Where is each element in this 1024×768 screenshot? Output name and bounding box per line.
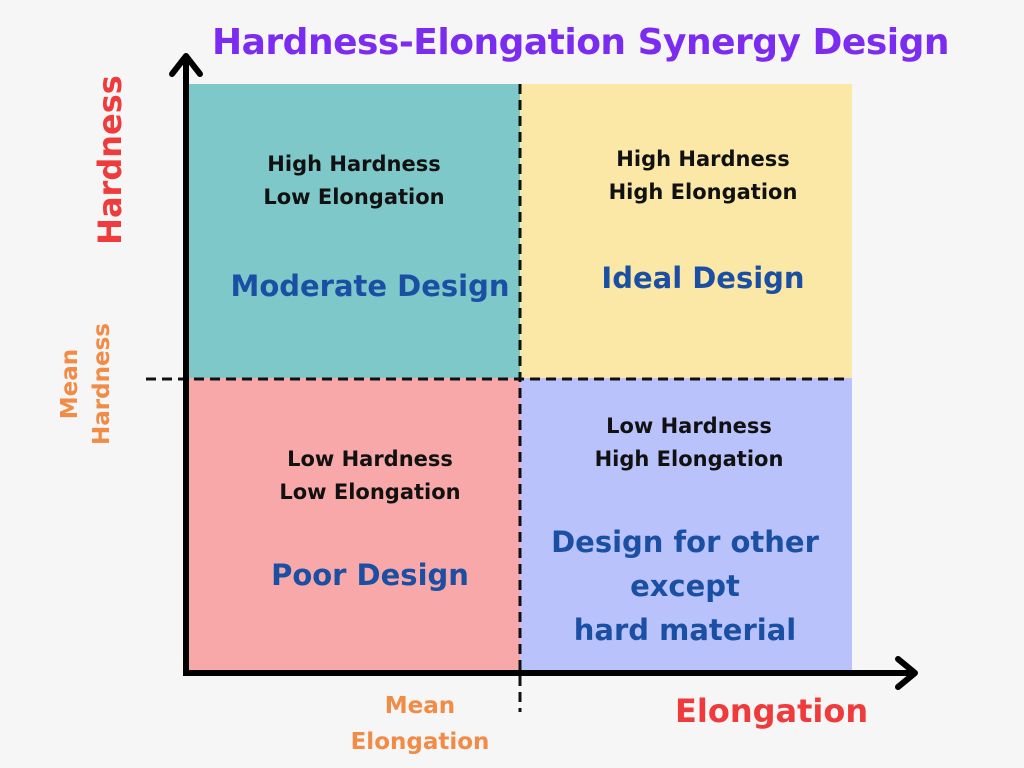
design-label-line: Poor Design — [271, 558, 469, 592]
mean-elongation-label-line: Mean — [384, 693, 456, 719]
mean-hardness-label-line: Hardness — [89, 323, 115, 445]
quadrant-ideal-design: High Hardness High Elongation Ideal Desi… — [520, 84, 852, 378]
mean-elongation-label-line: Elongation — [350, 729, 490, 755]
page-title: Hardness-Elongation Synergy Design — [212, 22, 950, 63]
condition-elongation: Low Elongation — [263, 185, 445, 209]
quadrant-poor-design: Low Hardness Low Elongation Poor Design — [188, 378, 520, 670]
design-label: Design for other except hard material — [525, 520, 845, 652]
mean-hardness-label: Mean Hardness — [54, 323, 118, 445]
design-label-line: Design for other — [551, 525, 819, 559]
design-label-line: except — [630, 569, 740, 603]
design-label: Poor Design — [210, 553, 530, 597]
design-label-line: Moderate Design — [230, 269, 510, 303]
condition-elongation: High Elongation — [608, 180, 798, 204]
quadrant-moderate-design: High Hardness Low Elongation Moderate De… — [188, 84, 520, 378]
quadrant-conditions: Low Hardness Low Elongation — [210, 443, 530, 509]
mean-hardness-label-line: Mean — [57, 348, 83, 420]
x-axis-arrowhead — [895, 656, 918, 690]
condition-hardness: High Hardness — [267, 152, 441, 176]
condition-elongation: High Elongation — [594, 447, 784, 471]
mean-elongation-label: Mean Elongation — [345, 688, 495, 760]
quadrant-conditions: Low Hardness High Elongation — [529, 410, 849, 476]
x-axis-label: Elongation — [675, 692, 869, 730]
condition-hardness: Low Hardness — [606, 414, 772, 438]
quadrant-other-design: Low Hardness High Elongation Design for … — [520, 378, 852, 670]
quadrant-conditions: High Hardness Low Elongation — [194, 148, 514, 214]
quadrant-conditions: High Hardness High Elongation — [543, 143, 863, 209]
y-axis-arrowhead — [169, 53, 203, 77]
design-label: Ideal Design — [543, 256, 863, 300]
condition-hardness: Low Hardness — [287, 447, 453, 471]
design-label-line: Ideal Design — [601, 261, 805, 295]
condition-elongation: Low Elongation — [279, 480, 461, 504]
condition-hardness: High Hardness — [616, 147, 790, 171]
design-label-line: hard material — [573, 613, 797, 647]
y-axis-label: Hardness — [91, 75, 129, 245]
design-label: Moderate Design — [210, 264, 530, 308]
